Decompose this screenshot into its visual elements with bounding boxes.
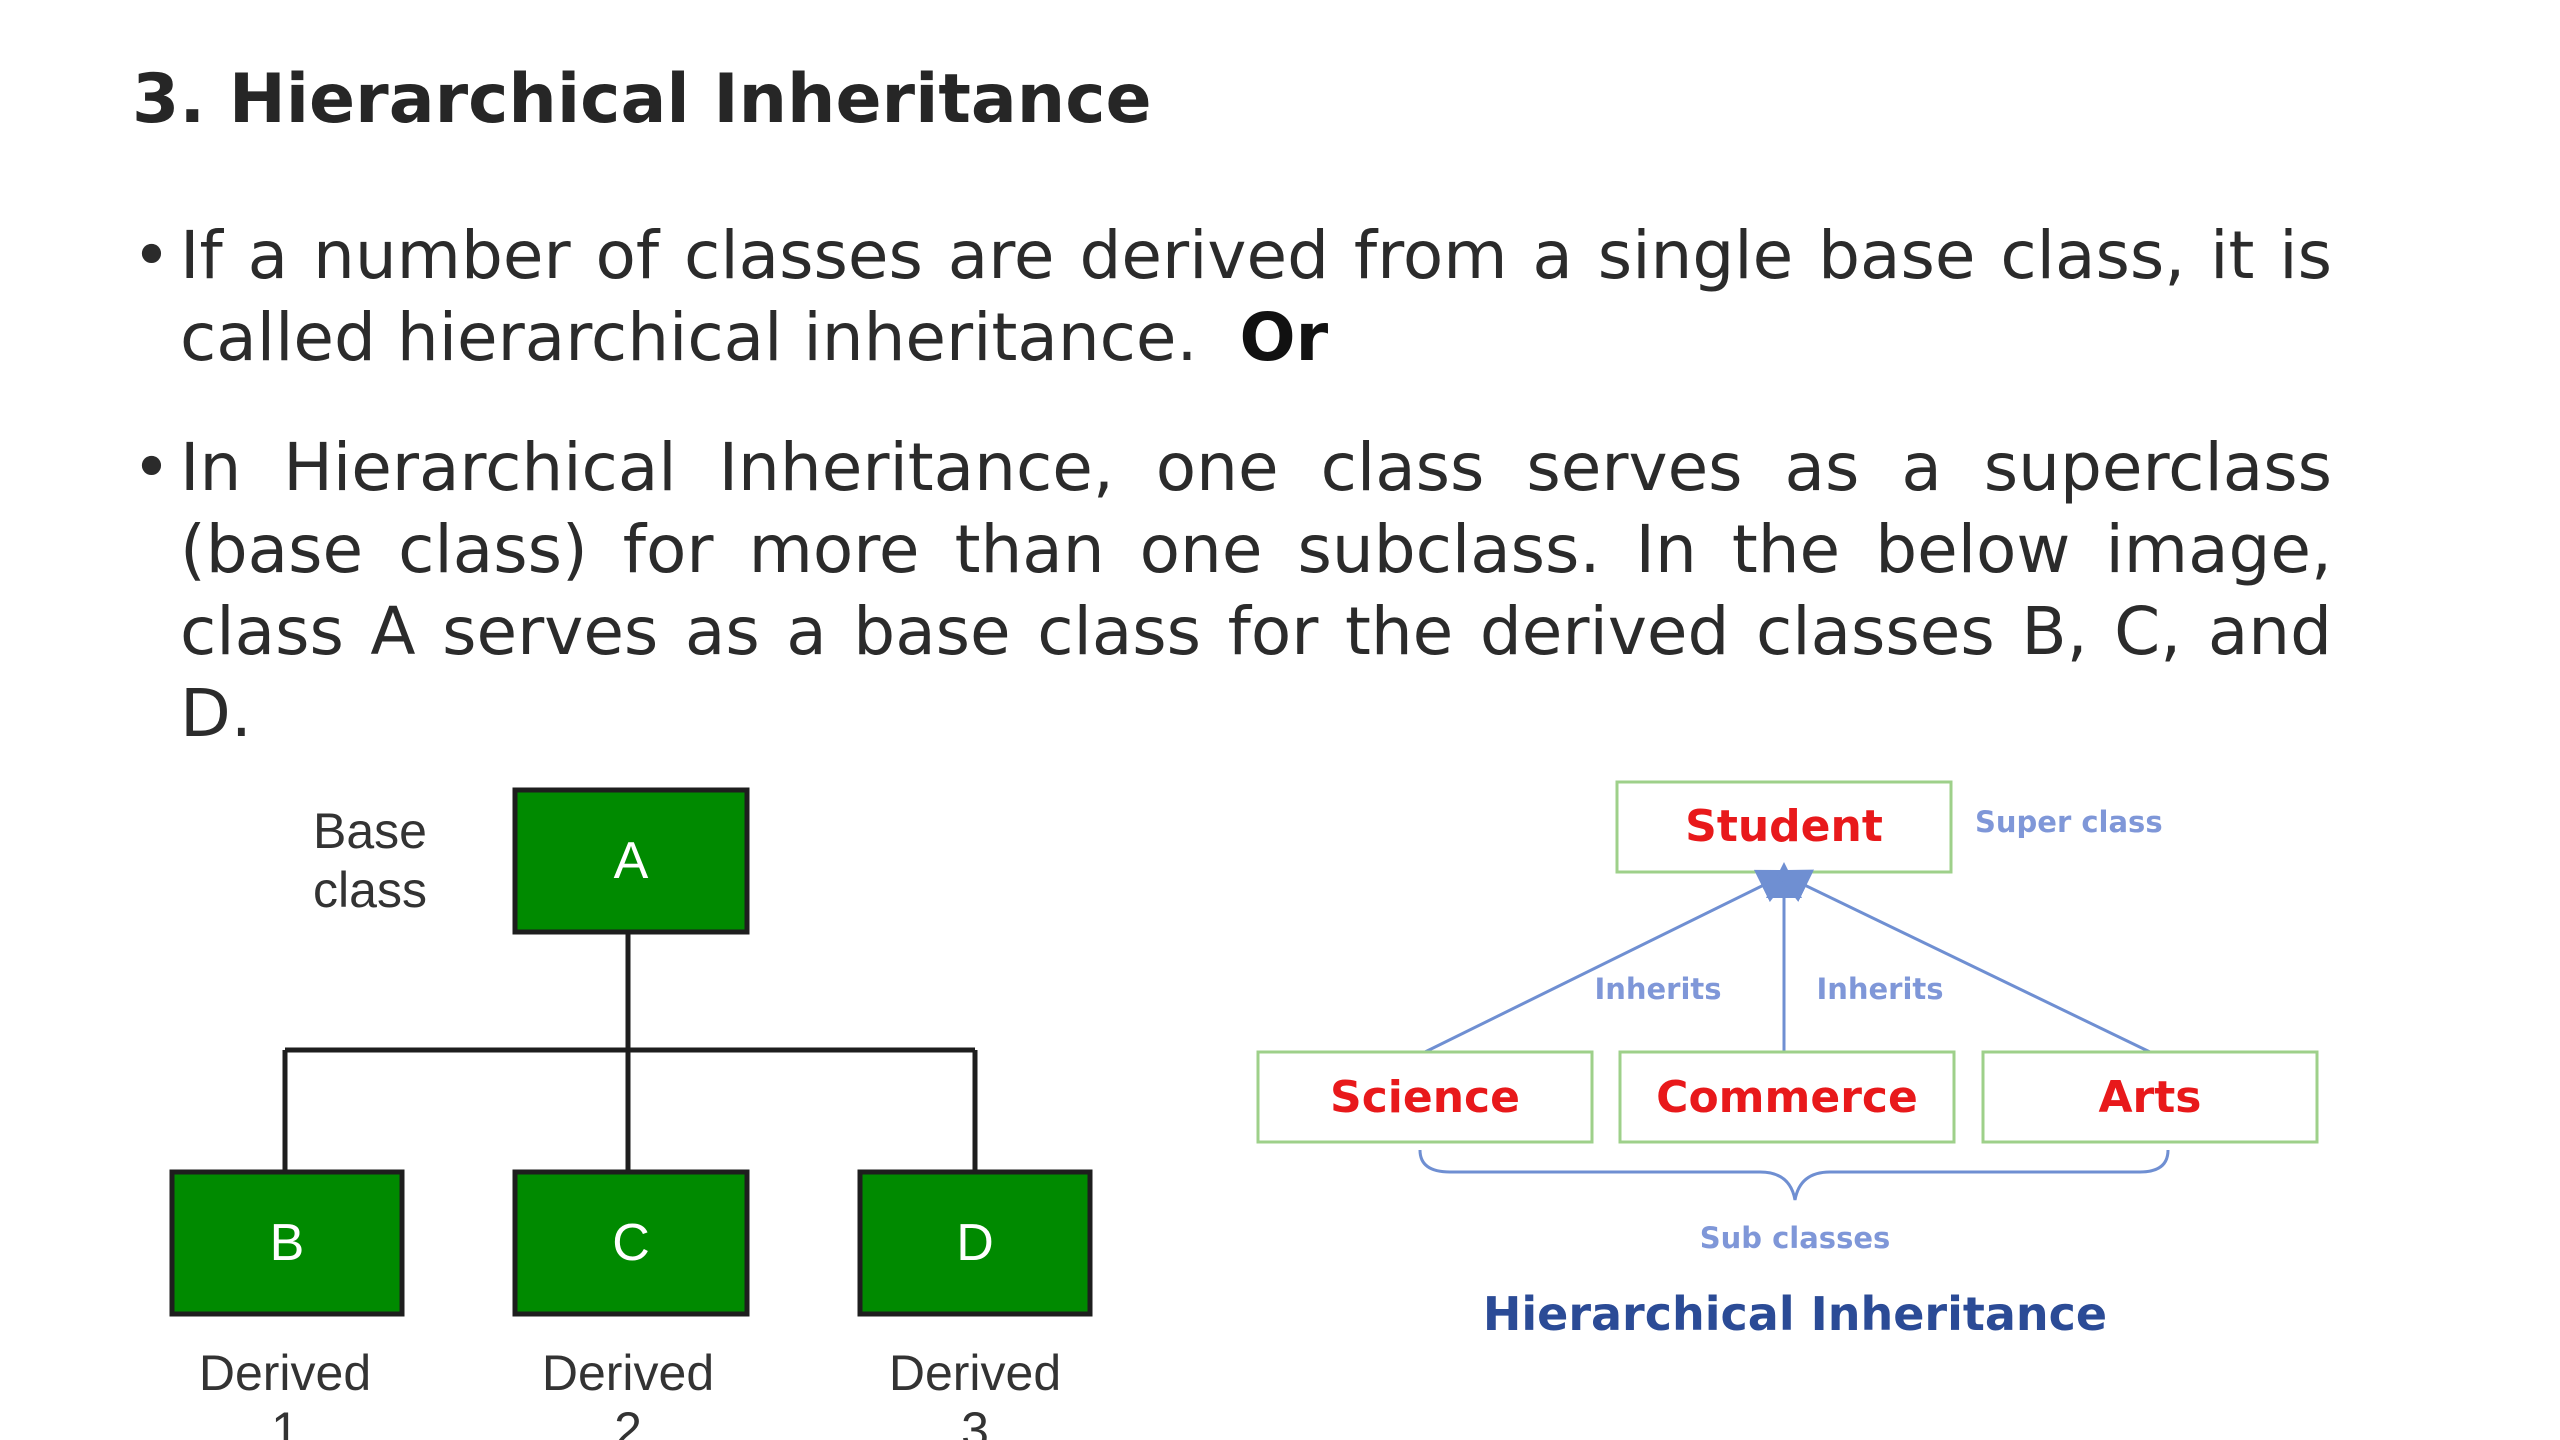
science-box <box>1256 1050 1594 1144</box>
node-c-label: C <box>612 1214 650 1272</box>
arrow-science <box>1424 869 1795 1054</box>
node-a: A <box>512 787 750 935</box>
arts-box <box>1981 1050 2319 1144</box>
student-box <box>1615 780 1953 874</box>
super-class-caption: Super class <box>1975 805 2163 839</box>
node-a-label: A <box>614 832 649 890</box>
left-connectors <box>282 930 978 1170</box>
bullet-list: • If a number of classes are derived fro… <box>132 215 2332 803</box>
commerce-label: Commerce <box>1656 1072 1918 1123</box>
node-c: C <box>512 1169 750 1317</box>
bullet-text-1-body: If a number of classes are derived from … <box>180 217 2332 376</box>
commerce-node: Commerce <box>1618 1050 1956 1144</box>
node-b: B <box>169 1169 405 1317</box>
arts-node: Arts <box>1981 1050 2319 1144</box>
student-node: Student <box>1615 780 1953 874</box>
node-a-box <box>512 787 750 935</box>
inherits-label-left: Inherits <box>1594 972 1721 1006</box>
arrow-arts <box>1773 869 2151 1054</box>
derived-2-caption-line1: Derived <box>542 1345 714 1401</box>
inherits-label-right: Inherits <box>1816 972 1943 1006</box>
bullet-item-1: • If a number of classes are derived fro… <box>132 215 2332 379</box>
bullet-text-2: In Hierarchical Inheritance, one class s… <box>180 429 2332 752</box>
derived-2-caption-line2: 2 <box>614 1402 642 1440</box>
node-b-label: B <box>270 1214 305 1272</box>
node-c-box <box>512 1169 750 1317</box>
arts-label: Arts <box>2099 1072 2202 1123</box>
science-node: Science <box>1256 1050 1594 1144</box>
sub-classes-caption: Sub classes <box>1700 1221 1891 1255</box>
bullet-marker: • <box>132 217 171 294</box>
commerce-box <box>1618 1050 1956 1144</box>
science-label: Science <box>1330 1072 1520 1123</box>
derived-3-caption-line2: 3 <box>961 1402 989 1440</box>
derived-1-caption-line2: 1 <box>271 1402 299 1440</box>
subclass-brace <box>1418 1149 2170 1201</box>
student-label: Student <box>1685 801 1883 852</box>
derived-3-caption-line1: Derived <box>889 1345 1061 1401</box>
bullet-marker: • <box>132 429 171 506</box>
bullet-item-2: • In Hierarchical Inheritance, one class… <box>132 427 2332 755</box>
bullet-text-1: If a number of classes are derived from … <box>180 215 2332 379</box>
base-class-caption-line2: class <box>313 862 427 918</box>
node-b-box <box>169 1169 405 1317</box>
base-class-caption-line1: Base <box>313 803 427 859</box>
node-d-box <box>857 1169 1093 1317</box>
inheritance-arrows <box>1424 862 2151 1054</box>
node-d-label: D <box>956 1214 994 1272</box>
derived-1-caption-line1: Derived <box>199 1345 371 1401</box>
slide-title: 3. Hierarchical Inheritance <box>132 60 1152 139</box>
bullet-emphasis-or: Or <box>1239 299 1329 376</box>
diagram-title: Hierarchical Inheritance <box>1483 1287 2107 1341</box>
node-d: D <box>857 1169 1093 1317</box>
